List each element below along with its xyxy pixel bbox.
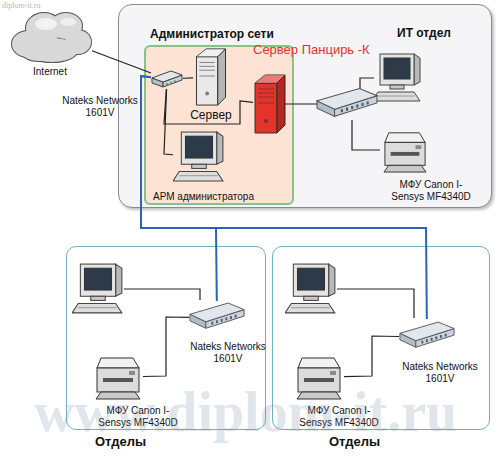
area-heading: Администратор сети xyxy=(150,28,290,42)
device-label: Internet xyxy=(20,66,80,78)
router-icon xyxy=(151,69,183,89)
device-label: Nateks Networks 1601V xyxy=(59,95,141,118)
watermark-text: diplom-it.ru xyxy=(2,1,40,10)
cloud-shape xyxy=(12,13,91,62)
network-link xyxy=(183,77,193,79)
switch-icon xyxy=(317,88,377,116)
switch-icon xyxy=(189,301,245,335)
network-wire xyxy=(124,289,200,300)
device-label: Nateks Networks 1601V xyxy=(187,341,269,364)
department-area: ОтделыNateks Networks 1601VМФУ Canon I-S… xyxy=(272,246,490,430)
router-node: Nateks Networks 1601V xyxy=(151,69,183,89)
pc-shape xyxy=(173,132,223,181)
device-label: МФУ Canon I-Sensys MF4340D xyxy=(93,405,183,428)
network-link xyxy=(164,89,253,124)
protected-server: Сервер Панцирь -К xyxy=(253,73,287,135)
switch-shape xyxy=(190,303,244,328)
network-wire xyxy=(337,289,414,318)
computer-icon xyxy=(285,264,335,313)
printer-icon xyxy=(93,353,143,401)
server-shape xyxy=(196,49,225,105)
switch-node: Nateks Networks 1601V xyxy=(189,301,245,335)
printer-shape xyxy=(297,358,341,399)
network-link xyxy=(143,317,189,376)
server-icon xyxy=(193,47,229,107)
mfp-printer: МФУ Canon I-Sensys MF4340D xyxy=(294,353,344,401)
printer-icon xyxy=(294,353,344,401)
department-area: ИТ отделАдминистратор сетиNateks Network… xyxy=(118,4,492,208)
printer-shape xyxy=(384,133,426,172)
network-wire xyxy=(284,103,318,104)
area-heading: ИТ отдел xyxy=(397,27,477,41)
area-heading: Отделы xyxy=(95,435,175,450)
computer-icon xyxy=(372,54,420,101)
device-label: АРМ администратора xyxy=(153,191,263,203)
computer-icon xyxy=(72,264,122,313)
mfp-printer: МФУ Canon I-Sensys MF4340D xyxy=(381,129,429,173)
admin-workstation: АРМ администратора xyxy=(173,129,225,185)
network-link xyxy=(92,51,151,73)
network-wire xyxy=(352,120,380,150)
cloud-icon xyxy=(8,6,92,64)
switch-icon xyxy=(399,319,455,355)
printer-icon xyxy=(381,129,429,173)
device-label: Сервер xyxy=(187,109,235,123)
switch-shape xyxy=(400,322,454,347)
device-label: Nateks Networks 1601V xyxy=(399,361,481,384)
device-label: Сервер Панцирь -К xyxy=(253,43,383,58)
device-label: МФУ Canon I-Sensys MF4340D xyxy=(387,179,475,202)
printer-shape xyxy=(96,358,140,399)
network-wire xyxy=(360,78,374,92)
device-label: МФУ Canon I-Sensys MF4340D xyxy=(294,405,384,428)
network-link xyxy=(141,76,427,319)
network-link xyxy=(164,89,173,155)
network-link xyxy=(141,76,217,301)
department-area: ОтделыNateks Networks 1601VМФУ Canon I-S… xyxy=(66,246,266,430)
mfp-printer: МФУ Canon I-Sensys MF4340D xyxy=(93,353,143,401)
server-shape xyxy=(255,75,285,133)
pc-icon xyxy=(173,129,225,185)
server-node: Сервер xyxy=(193,47,229,107)
area-heading: Отделы xyxy=(329,435,409,450)
router-shape xyxy=(152,71,182,87)
admin-zone: Администратор сетиNateks Networks 1601VС… xyxy=(144,45,294,205)
server-icon xyxy=(253,73,287,135)
internet-cloud: Internet xyxy=(8,6,92,64)
switch-node: Nateks Networks 1601V xyxy=(399,319,455,355)
network-link xyxy=(344,336,399,377)
